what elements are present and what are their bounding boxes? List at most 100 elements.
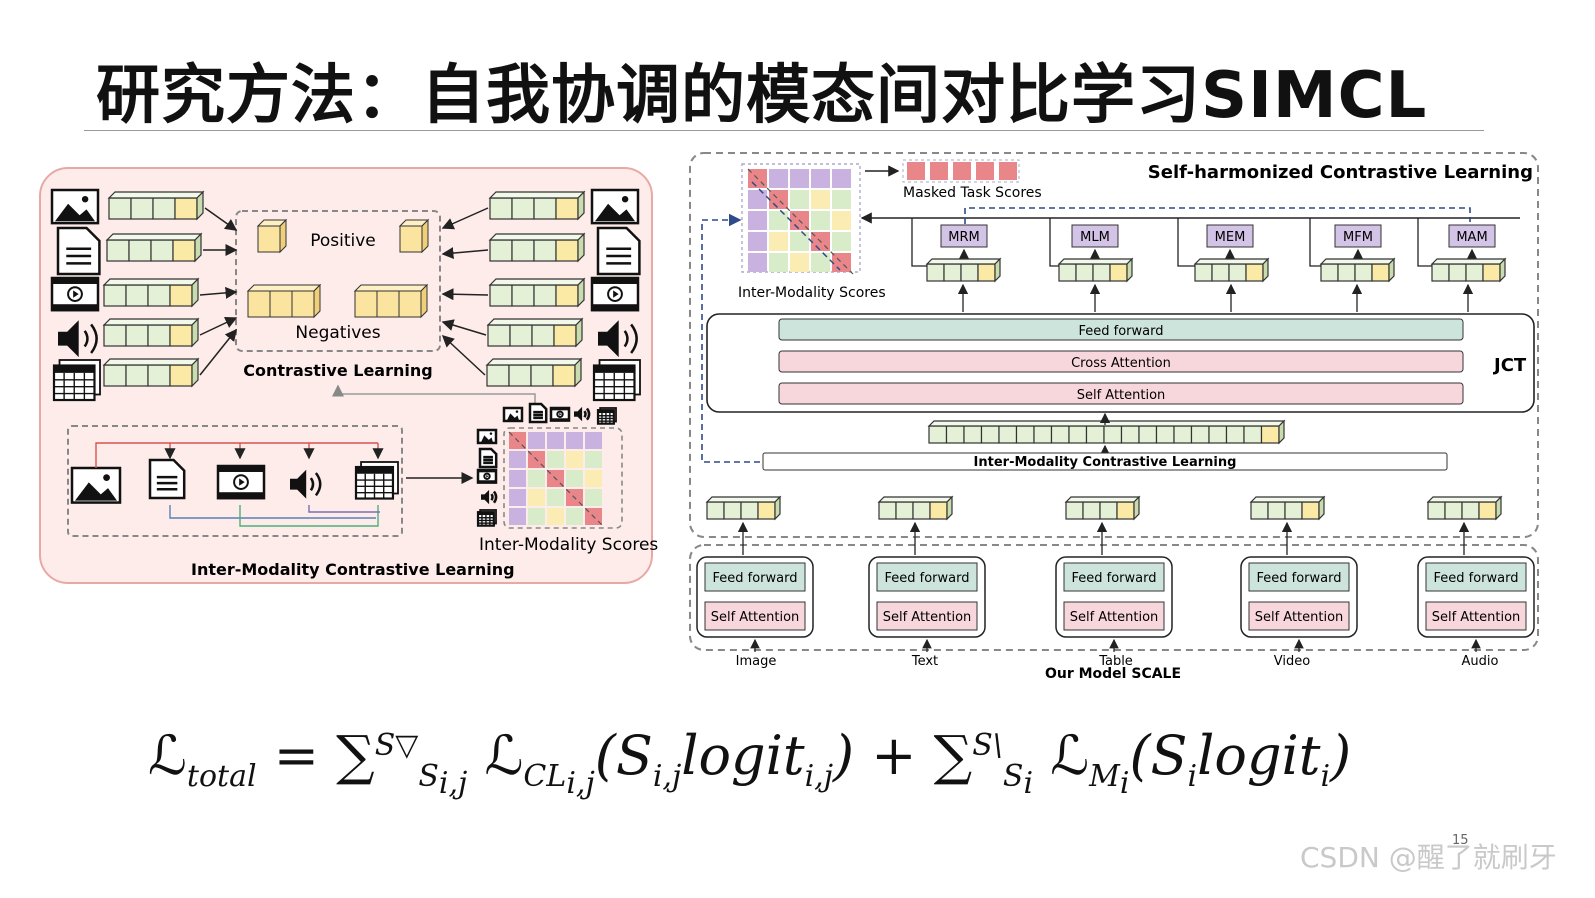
jct-self-attention bbox=[778, 382, 1464, 405]
shcl-box bbox=[689, 152, 1539, 538]
encoder-self-attention bbox=[876, 601, 978, 631]
image-icon bbox=[50, 188, 100, 225]
speaker-icon bbox=[574, 406, 591, 422]
right-token-strip bbox=[488, 190, 586, 221]
title-divider bbox=[84, 130, 1484, 131]
shcl-title: Self-harmonized Contrastive Learning bbox=[1148, 162, 1533, 183]
jct-cross-attention bbox=[778, 350, 1464, 373]
svg-text:Self Attention: Self Attention bbox=[1077, 388, 1166, 403]
left-scores-label: Inter-Modality Scores bbox=[479, 535, 658, 555]
encoder-feed-forward bbox=[1248, 562, 1350, 592]
right-score-grid bbox=[747, 168, 854, 275]
table-icon bbox=[596, 407, 617, 425]
encoder-feed-forward bbox=[1425, 562, 1527, 592]
head-box bbox=[1071, 224, 1119, 248]
image-icon bbox=[502, 406, 524, 423]
positive-label: Positive bbox=[310, 231, 376, 251]
encoder-self-attention bbox=[1248, 601, 1350, 631]
video-icon bbox=[216, 464, 266, 500]
svg-text:Feed forward: Feed forward bbox=[1079, 324, 1164, 339]
encoder-input-label: Image bbox=[736, 654, 777, 669]
head-label: MAM bbox=[1456, 230, 1487, 245]
encoder-output-strip bbox=[877, 495, 954, 521]
video-icon bbox=[549, 406, 571, 422]
right-token-strip bbox=[486, 317, 584, 348]
document-icon bbox=[148, 458, 186, 500]
encoder-feed-forward bbox=[1063, 562, 1165, 592]
encoder-input-label: Table bbox=[1098, 654, 1133, 669]
encoder-output-strip bbox=[1064, 495, 1141, 521]
negative-tokens bbox=[246, 283, 429, 319]
head-token-strip bbox=[1057, 257, 1134, 283]
encoder-self-attention bbox=[1425, 601, 1527, 631]
encoder-self-attention bbox=[704, 601, 806, 631]
task-head-mrm: MRM bbox=[911, 218, 1002, 312]
loss-formula: ℒtotal = ∑S▽Si,j ℒCLi,j(Si,jlogiti,j) + … bbox=[148, 724, 1352, 801]
svg-text:Cross Attention: Cross Attention bbox=[1071, 356, 1171, 371]
right-token-strip bbox=[488, 232, 586, 263]
left-token-strip bbox=[102, 317, 200, 348]
encoder-input-label: Video bbox=[1274, 654, 1310, 669]
task-heads: MRM MLM MEM MFM MAM bbox=[911, 218, 1507, 312]
right-modality-icons bbox=[590, 188, 641, 402]
page-number: 15 bbox=[1452, 833, 1469, 848]
masked-task-scores bbox=[902, 159, 1020, 183]
head-box bbox=[1334, 224, 1382, 248]
positive-cubes bbox=[256, 218, 430, 254]
image-icon bbox=[476, 428, 498, 445]
table-icon bbox=[52, 359, 101, 402]
watermark: CSDN @醒了就刷牙 bbox=[1300, 841, 1557, 874]
document-icon bbox=[56, 226, 101, 276]
negative-token-strip bbox=[353, 283, 429, 319]
encoder-ff-label: Feed forward bbox=[1072, 571, 1157, 586]
imcl-box bbox=[67, 425, 403, 537]
slide-title: 研究方法：自我协调的模态间对比学习SIMCL bbox=[96, 59, 1428, 133]
left-modality-icons bbox=[50, 188, 101, 402]
left-matrix-frame bbox=[503, 427, 623, 529]
negative-token-strip bbox=[246, 283, 322, 319]
head-label: MRM bbox=[948, 230, 979, 245]
encoder-input-label: Text bbox=[911, 654, 938, 669]
right-token-strip bbox=[485, 357, 583, 388]
encoder-ff-label: Feed forward bbox=[1257, 571, 1342, 586]
fused-token-strip bbox=[927, 419, 1286, 445]
task-head-mfm: MFM bbox=[1309, 218, 1396, 312]
contrastive-box bbox=[235, 210, 441, 352]
task-head-mem: MEM bbox=[1177, 218, 1270, 312]
encoder-output-strip bbox=[1249, 495, 1326, 521]
task-head-mlm: MLM bbox=[1049, 218, 1134, 312]
document-icon bbox=[596, 226, 641, 276]
svg-text:Inter-Modality Contrastive Lea: Inter-Modality Contrastive Learning bbox=[974, 455, 1237, 470]
document-icon bbox=[528, 402, 548, 424]
fused-tokens bbox=[927, 419, 1286, 445]
speaker-icon bbox=[481, 489, 498, 505]
left-token-strip bbox=[102, 357, 200, 388]
encoder-output-strip bbox=[1426, 495, 1503, 521]
head-token-strip bbox=[925, 257, 1002, 283]
encoder-sa-label: Self Attention bbox=[1255, 610, 1344, 625]
encoder-output-strip bbox=[705, 495, 782, 521]
head-box bbox=[940, 224, 988, 248]
encoder-input-label: Audio bbox=[1462, 654, 1499, 669]
right-scores-label: Inter-Modality Scores bbox=[738, 285, 886, 301]
speaker-icon bbox=[290, 469, 322, 499]
head-box bbox=[1206, 224, 1254, 248]
left-token-strips bbox=[102, 190, 238, 388]
table-icon bbox=[476, 509, 497, 527]
imcl-connectors bbox=[95, 442, 384, 527]
right-score-matrix bbox=[741, 163, 861, 275]
right-panel: Self-harmonized Contrastive Learning Int… bbox=[689, 152, 1539, 682]
head-label: MFM bbox=[1343, 230, 1373, 245]
video-icon bbox=[590, 276, 640, 312]
jct-feed-forward bbox=[778, 318, 1464, 341]
left-score-matrix bbox=[476, 402, 623, 529]
jct-label: JCT bbox=[1492, 355, 1527, 376]
speaker-icon bbox=[598, 320, 638, 358]
right-token-strip bbox=[488, 277, 586, 308]
jct-box bbox=[706, 313, 1535, 413]
